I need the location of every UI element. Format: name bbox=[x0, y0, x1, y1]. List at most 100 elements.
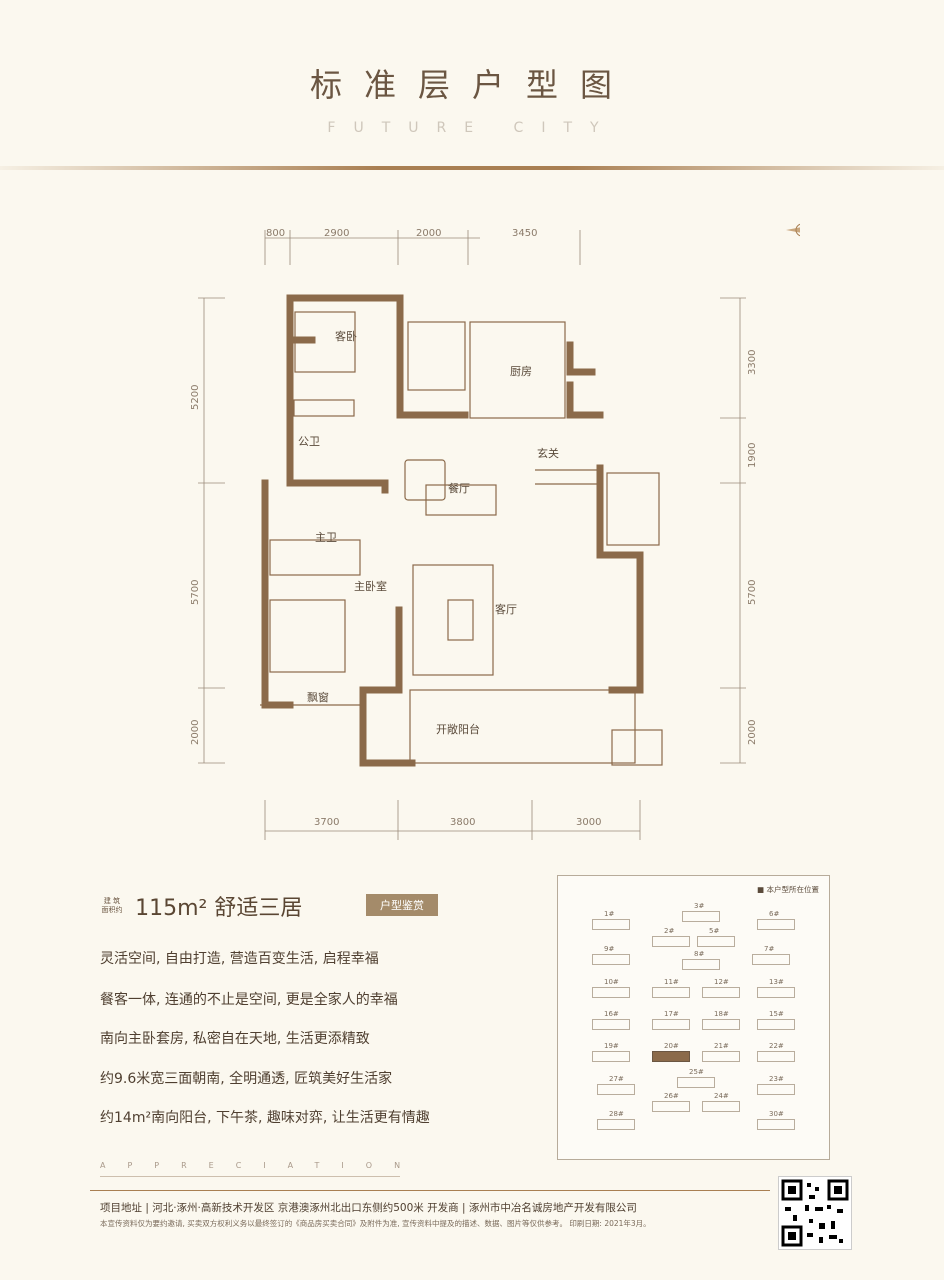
building-label: 23# bbox=[769, 1075, 784, 1083]
label-bay-window: 飘窗 bbox=[307, 690, 329, 704]
top-dim-4: 3450 bbox=[512, 228, 537, 239]
building-outline bbox=[757, 1119, 795, 1130]
map-legend: ■ 本户型所在位置 bbox=[757, 885, 819, 894]
building-label: 7# bbox=[764, 945, 775, 953]
building-label: 16# bbox=[604, 1010, 619, 1018]
unit-area: 建 筑 面积约 115m² 舒适三居 bbox=[100, 890, 303, 922]
building-outline bbox=[702, 1051, 740, 1062]
building-outline bbox=[702, 987, 740, 998]
feature-4: 约9.6米宽三面朝南, 全明通透, 匠筑美好生活家 bbox=[100, 1071, 393, 1087]
building-outline bbox=[682, 959, 720, 970]
building-outline bbox=[752, 954, 790, 965]
building-label: 5# bbox=[709, 927, 720, 935]
right-dim-2: 1900 bbox=[747, 443, 758, 468]
building-outline bbox=[652, 987, 690, 998]
label-public-bath: 公卫 bbox=[298, 435, 320, 448]
left-dim-1: 5200 bbox=[190, 385, 201, 410]
qr-code bbox=[778, 1176, 852, 1250]
building-label: 13# bbox=[769, 978, 784, 986]
project-address: 项目地址 | 河北·涿州·高新技术开发区 京港澳涿州北出口东侧约500米 开发商… bbox=[100, 1202, 637, 1214]
building-outline bbox=[592, 1051, 630, 1062]
left-dim-2: 5700 bbox=[190, 580, 201, 605]
building-label: 15# bbox=[769, 1010, 784, 1018]
top-dim-1: 800 bbox=[266, 228, 285, 239]
label-master-bath: 主卫 bbox=[315, 531, 337, 544]
building-label: 11# bbox=[664, 978, 679, 986]
feature-1: 灵活空间, 自由打造, 营造百变生活, 启程幸福 bbox=[100, 951, 379, 967]
building-outline bbox=[652, 936, 690, 947]
bottom-dim-2: 3800 bbox=[450, 817, 475, 828]
area-caption: 建 筑 面积约 bbox=[101, 897, 123, 914]
building-label: 22# bbox=[769, 1042, 784, 1050]
building-outline bbox=[597, 1119, 635, 1130]
building-label: 12# bbox=[714, 978, 729, 986]
top-dim-3: 2000 bbox=[416, 228, 441, 239]
footer-divider bbox=[90, 1190, 770, 1191]
label-master-bedroom: 主卧室 bbox=[354, 579, 387, 593]
area-title: 115m² 舒适三居 bbox=[135, 896, 303, 921]
building-label: 26# bbox=[664, 1092, 679, 1100]
building-label: 2# bbox=[664, 927, 675, 935]
building-label: 1# bbox=[604, 910, 615, 918]
building-label: 20# bbox=[664, 1042, 679, 1050]
right-dim-4: 2000 bbox=[747, 720, 758, 745]
building-label: 3# bbox=[694, 902, 705, 910]
site-map: ■ 本户型所在位置 1# 3# 6# 2# 5# 9# 8# 7# 10# 11# 12# 13# 16… bbox=[557, 875, 830, 1160]
building-label: 8# bbox=[694, 950, 705, 958]
building-outline bbox=[677, 1077, 715, 1088]
building-label: 25# bbox=[689, 1068, 704, 1076]
building-outline bbox=[757, 1019, 795, 1030]
right-dim-1: 3300 bbox=[747, 350, 758, 375]
feature-2: 餐客一体, 连通的不止是空间, 更是全家人的幸福 bbox=[100, 992, 398, 1008]
right-dim-3: 5700 bbox=[747, 580, 758, 605]
label-balcony: 开敞阳台 bbox=[436, 722, 480, 736]
building-label: 17# bbox=[664, 1010, 679, 1018]
top-dim-2: 2900 bbox=[324, 228, 349, 239]
building-outline bbox=[652, 1051, 690, 1062]
building-outline bbox=[757, 919, 795, 930]
building-label: 19# bbox=[604, 1042, 619, 1050]
floor-plan: 800 2900 2000 3450 3700 3800 3000 5200 5… bbox=[190, 223, 800, 840]
label-kitchen: 厨房 bbox=[510, 365, 532, 378]
building-label: 30# bbox=[769, 1110, 784, 1118]
unit-tag: 户型鉴赏 bbox=[366, 894, 438, 916]
building-outline bbox=[592, 919, 630, 930]
qr-code-icon bbox=[781, 1179, 849, 1247]
label-dining: 餐厅 bbox=[448, 481, 470, 495]
building-outline bbox=[652, 1019, 690, 1030]
building-outline bbox=[592, 954, 630, 965]
building-label: 28# bbox=[609, 1110, 624, 1118]
appreciation-label: APPRECIATION bbox=[100, 1161, 423, 1170]
building-outline bbox=[702, 1019, 740, 1030]
building-outline bbox=[702, 1101, 740, 1112]
building-label: 9# bbox=[604, 945, 615, 953]
bottom-dim-3: 3000 bbox=[576, 817, 601, 828]
building-outline bbox=[597, 1084, 635, 1095]
building-label: 6# bbox=[769, 910, 780, 918]
page-title: 标准层户型图 bbox=[309, 66, 634, 104]
building-outline bbox=[697, 936, 735, 947]
dimension-lines bbox=[198, 230, 746, 840]
building-outline bbox=[757, 1084, 795, 1095]
building-outline bbox=[592, 1019, 630, 1030]
building-label: 24# bbox=[714, 1092, 729, 1100]
compass-icon bbox=[786, 223, 800, 237]
bottom-dim-1: 3700 bbox=[314, 817, 339, 828]
building-label: 21# bbox=[714, 1042, 729, 1050]
building-label: 18# bbox=[714, 1010, 729, 1018]
label-guest-bedroom: 客卧 bbox=[335, 329, 357, 343]
building-label: 10# bbox=[604, 978, 619, 986]
left-dim-3: 2000 bbox=[190, 720, 201, 745]
building-outline bbox=[757, 1051, 795, 1062]
building-outline bbox=[592, 987, 630, 998]
thin-walls bbox=[260, 311, 663, 766]
appreciation-divider bbox=[100, 1176, 400, 1177]
header-divider bbox=[0, 166, 944, 170]
feature-3: 南向主卧套房, 私密自在天地, 生活更添精致 bbox=[100, 1031, 370, 1047]
building-label: 27# bbox=[609, 1075, 624, 1083]
feature-5: 约14m²南向阳台, 下午茶, 趣味对弈, 让生活更有情趣 bbox=[100, 1110, 430, 1126]
page-subtitle: FUTURE CITY bbox=[327, 120, 617, 136]
building-outline bbox=[757, 987, 795, 998]
building-outline bbox=[652, 1101, 690, 1112]
building-outline bbox=[682, 911, 720, 922]
